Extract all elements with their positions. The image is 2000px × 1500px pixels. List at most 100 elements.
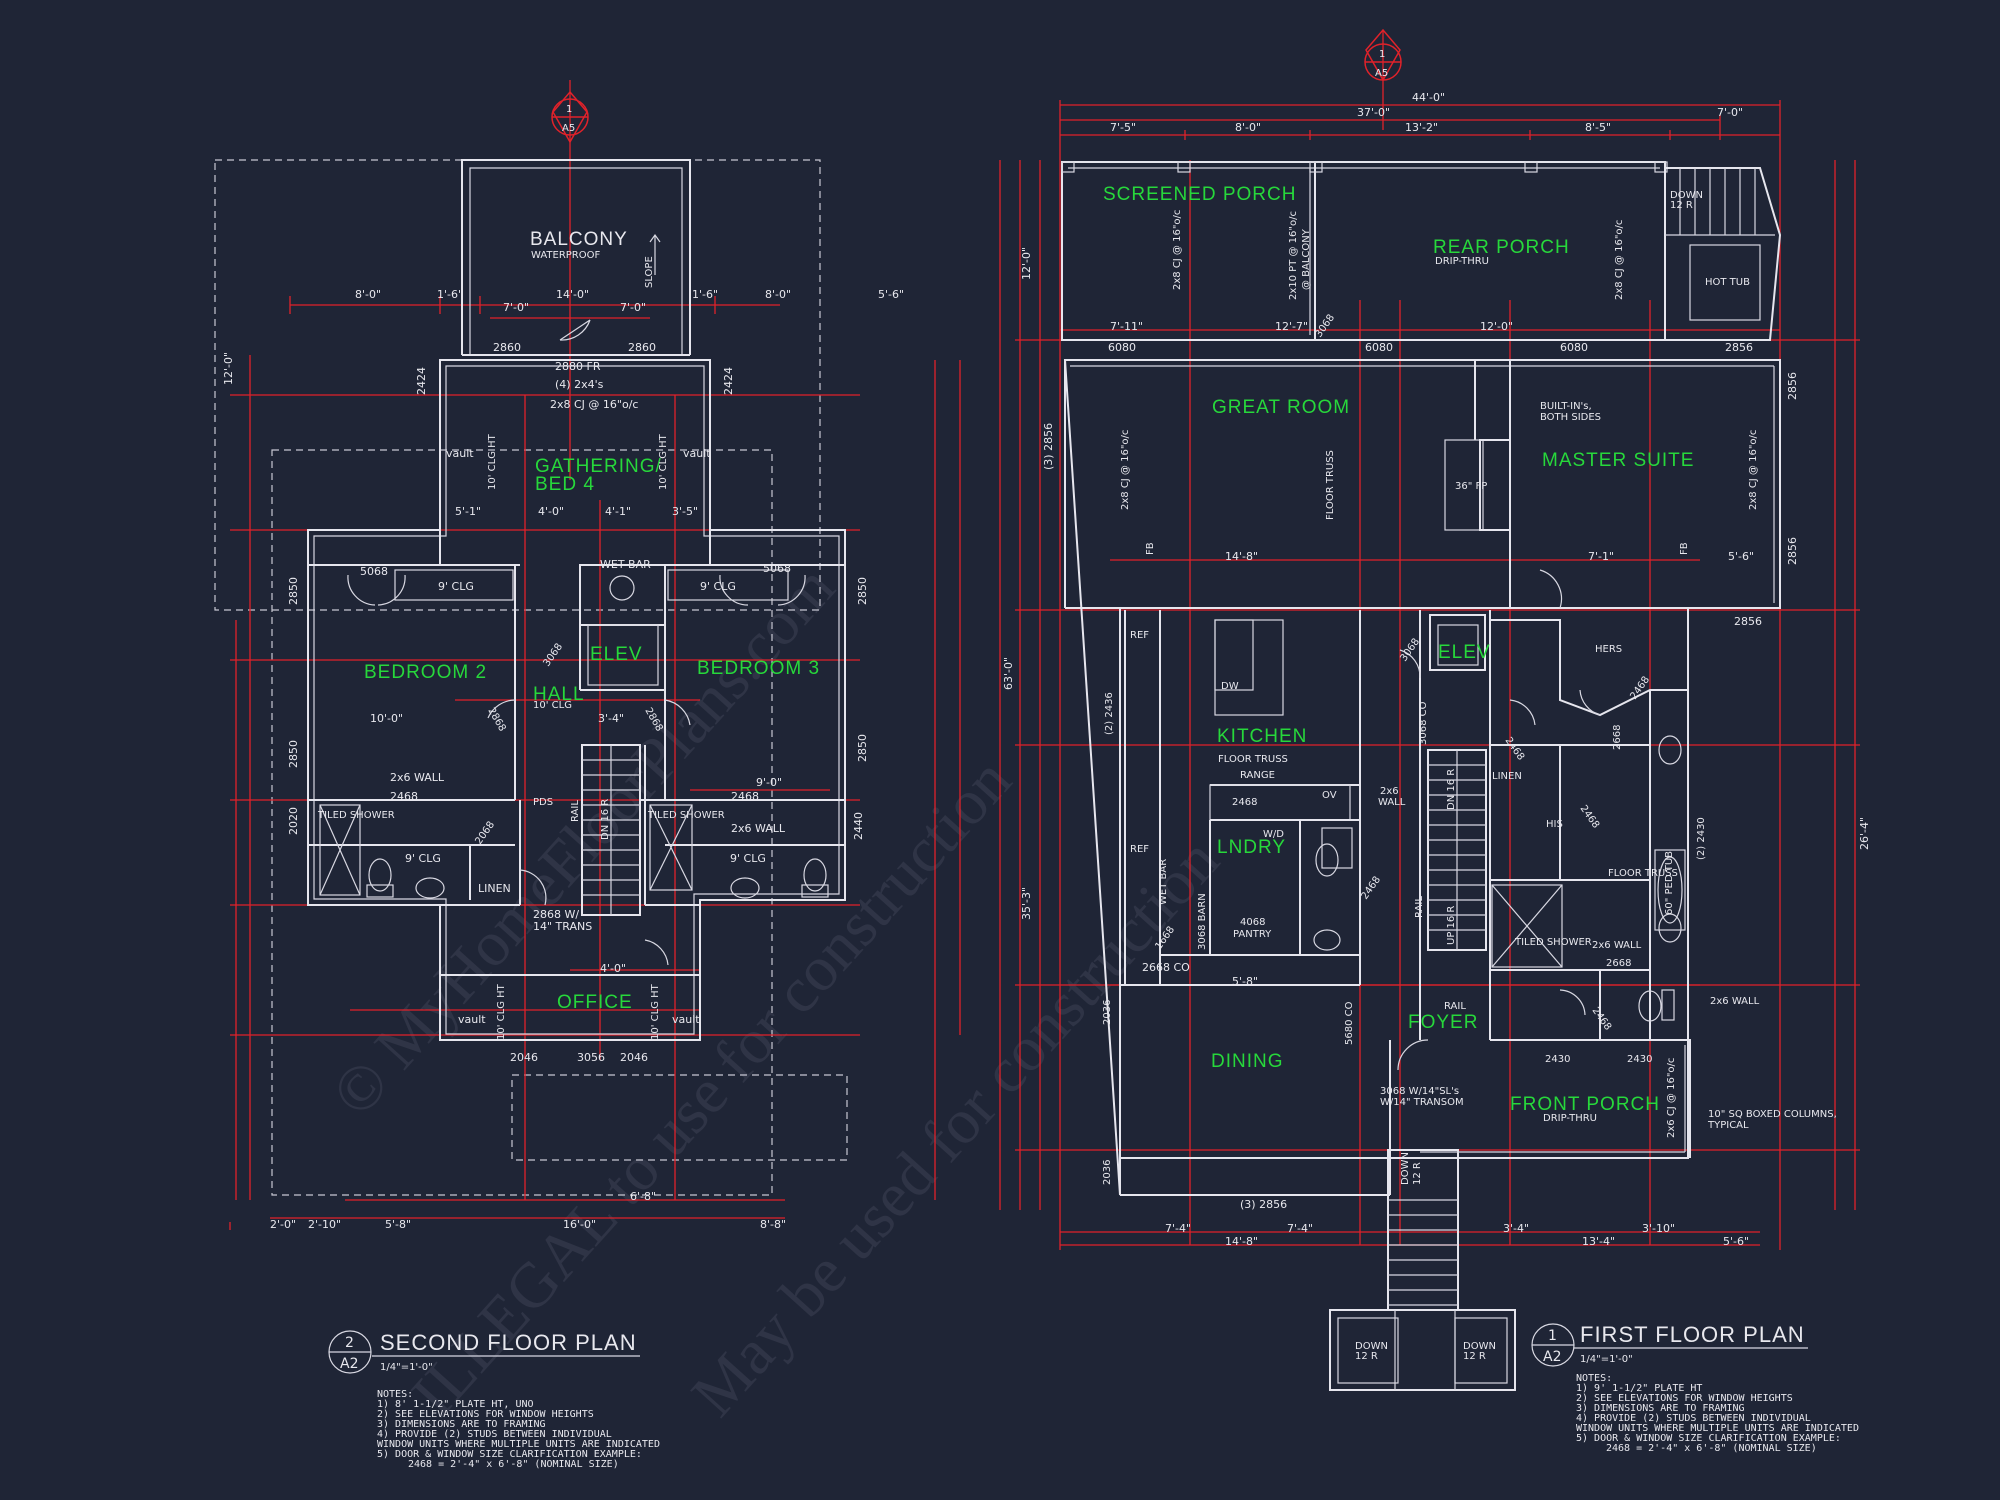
note-line: 2468 = 2'-4" x 6'-8" (NOMINAL SIZE): [408, 1459, 619, 1470]
label: 60" PED TUB: [1664, 851, 1675, 915]
window-label: 2860: [628, 341, 656, 354]
dim-label: 14'-0": [556, 288, 589, 301]
section-marker: 1 A5: [551, 80, 589, 480]
label: 10" SQ BOXED COLUMNS,: [1708, 1109, 1837, 1120]
label: OV: [1322, 790, 1337, 801]
label: TILED SHOWER: [1514, 937, 1592, 948]
dim-label: 7'-5": [1110, 121, 1136, 134]
label: vault: [446, 447, 474, 460]
room-foyer: FOYER: [1408, 1012, 1478, 1033]
label: 12 R: [1412, 1162, 1423, 1185]
window-label: 2424: [415, 367, 428, 395]
label: 9' CLG: [405, 852, 441, 865]
label: BOTH SIDES: [1540, 412, 1601, 423]
dim-label: 4'-0": [600, 962, 626, 975]
watermark: © MyHomeFloorPlans.com ILLEGAL to use fo…: [318, 552, 1233, 1430]
dim-label: 5'-6": [1723, 1235, 1749, 1248]
label: W/14" TRANSOM: [1380, 1097, 1464, 1108]
door-label: 2468: [1590, 1005, 1614, 1032]
label: RAIL: [1444, 1001, 1466, 1012]
label: 2x8 CJ @ 16"o/c: [1120, 430, 1131, 510]
label: 9' CLG: [700, 580, 736, 593]
note-line: 2) SEE ELEVATIONS FOR WINDOW HEIGHTS: [1576, 1393, 1793, 1404]
section-marker-sheet: A5: [1375, 68, 1388, 79]
dim-label: 5'-1": [455, 505, 481, 518]
label: DOWN: [1400, 1152, 1411, 1185]
dim-label: 4'-0": [538, 505, 564, 518]
window-label: 2856: [1786, 537, 1799, 565]
label: 2x6 WALL: [1592, 940, 1642, 951]
dim-label: 5'-8": [385, 1218, 411, 1231]
label: WET BAR: [600, 558, 651, 571]
window-label: 2856: [1734, 615, 1762, 628]
label: 12 R: [1355, 1351, 1378, 1362]
label: 10' CLG HT: [496, 983, 507, 1040]
rear-porches: SCREENED PORCH REAR PORCH DRIP-THRU 2x8 …: [1061, 161, 1782, 354]
door-label: 2468: [1578, 803, 1602, 830]
slope-label: SLOPE: [644, 256, 655, 288]
dim-label: 44'-0": [1412, 91, 1445, 104]
room-laundry: LNDRY: [1217, 837, 1286, 858]
dim-label: 4'-1": [605, 505, 631, 518]
dim-label: 2'-0": [270, 1218, 296, 1231]
door-label: 2868 W/: [533, 908, 579, 921]
dim-label: 7'-4": [1287, 1222, 1313, 1235]
balcony-label: BALCONY: [530, 229, 628, 250]
door-label: 5068: [763, 562, 791, 575]
label: 10' CLG HT: [650, 983, 661, 1040]
dim-label: 14'-8": [1225, 1235, 1258, 1248]
label: 12 R: [1463, 1351, 1486, 1362]
first-floor-plan: 1 A5: [999, 28, 1871, 1454]
note-line: NOTES:: [377, 1389, 413, 1400]
dim-label: 12'-0": [1480, 320, 1513, 333]
dim-label: 3'-5": [672, 505, 698, 518]
label: FLOOR TRUSS: [1325, 450, 1336, 520]
dim-label: 2'-10": [308, 1218, 341, 1231]
label: PANTRY: [1233, 929, 1272, 940]
window-label: 2424: [722, 367, 735, 395]
section-marker-number: 1: [566, 104, 572, 115]
label: FB: [1679, 542, 1690, 555]
label: 2x6 WALL: [1710, 996, 1760, 1007]
dim-label: 7'-0": [1717, 106, 1743, 119]
label: BUILT-IN's,: [1540, 401, 1592, 412]
rear-porch-sub: DRIP-THRU: [1435, 256, 1489, 267]
label: DOWN: [1670, 190, 1703, 201]
note-line: 3) DIMENSIONS ARE TO FRAMING: [1576, 1403, 1745, 1414]
label: TYPICAL: [1707, 1120, 1749, 1131]
dim-label: 7'-0": [503, 301, 529, 314]
note-line: NOTES:: [1576, 1373, 1612, 1384]
dim-label: 37'-0": [1357, 106, 1390, 119]
room-master-suite: MASTER SUITE: [1542, 450, 1694, 471]
door-label: 2468: [1232, 797, 1257, 808]
window-label: 2856: [1725, 341, 1753, 354]
label: DOWN: [1355, 1341, 1388, 1352]
dim-label: 12'-7": [1275, 320, 1308, 333]
label: 2x8 CJ @ 16"o/c: [1614, 220, 1625, 300]
window-label: 2856: [1786, 372, 1799, 400]
title-first-floor-plan: FIRST FLOOR PLAN: [1580, 1322, 1805, 1347]
dim-label: 16'-0": [563, 1218, 596, 1231]
room-elevator: ELEV: [590, 644, 643, 665]
label: RAIL: [1414, 896, 1425, 918]
room-bedroom-2: BEDROOM 2: [364, 662, 487, 683]
label: TILED SHOWER: [647, 810, 725, 821]
dim-label: 63'-0": [1002, 657, 1015, 690]
label: 9' CLG: [438, 580, 474, 593]
dim-label: 8'-0": [1235, 121, 1261, 134]
label: 2x8 CJ @ 16"o/c: [1748, 430, 1759, 510]
label: 2x6 WALL: [731, 822, 786, 835]
label: 10' CLG HT: [658, 433, 669, 490]
first-floor-title-block: 1 A2 FIRST FLOOR PLAN 1/4"=1'-0" NOTES: …: [1531, 1322, 1859, 1454]
dim-label: 12'-0": [1020, 247, 1033, 280]
label: HERS: [1595, 644, 1622, 655]
dim-label: 7'-0": [620, 301, 646, 314]
window-label: 2020: [287, 807, 300, 835]
window-label: 3056: [577, 1051, 605, 1064]
window-label: 2430: [1627, 1054, 1652, 1065]
window-label: 2046: [510, 1051, 538, 1064]
label: 36" FP: [1455, 481, 1487, 492]
dim-label: 3'-10": [1642, 1222, 1675, 1235]
dim-label: 7'-11": [1110, 320, 1143, 333]
